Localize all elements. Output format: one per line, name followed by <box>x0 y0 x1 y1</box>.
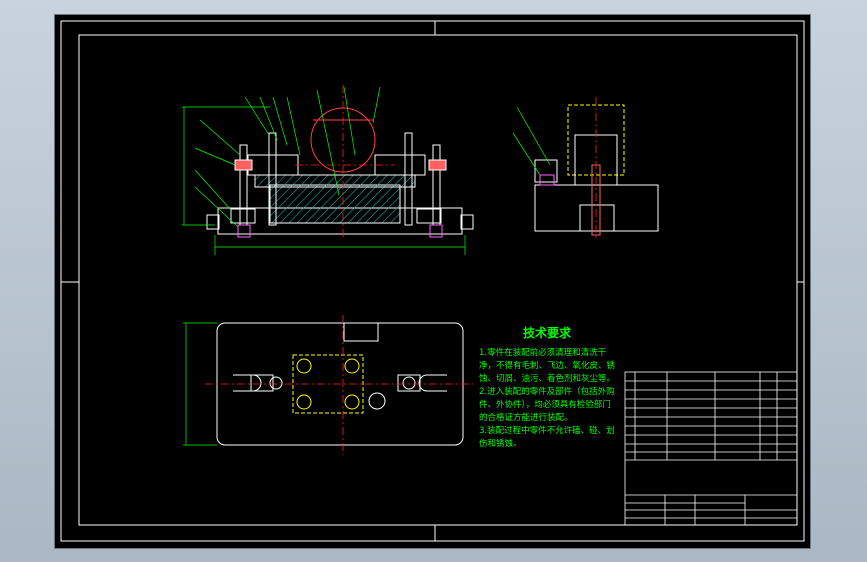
top-dimensions <box>183 322 217 446</box>
tech-line-1: 1.零件在装配前必须清理和清洗干 <box>479 347 607 358</box>
cad-viewport[interactable]: 技术要求 1.零件在装配前必须清理和清洗干 净，不得有毛刺、飞边、氧化皮、锈 蚀… <box>54 14 811 549</box>
tech-line-7: 3.装配过程中零件不允许磕、碰、划 <box>479 425 615 436</box>
tech-line-8: 伤和锈蚀。 <box>479 438 522 449</box>
front-view <box>206 107 474 238</box>
frame-center-marks <box>61 21 804 541</box>
drawing-frame-outer <box>60 20 805 542</box>
tech-requirements: 技术要求 1.零件在装配前必须清理和清洗干 净，不得有毛刺、飞边、氧化皮、锈 蚀… <box>479 325 616 449</box>
title-block <box>624 371 798 526</box>
tech-line-3: 蚀、切屑、油污、着色剂和灰尘等。 <box>479 373 615 384</box>
cad-drawing: 技术要求 1.零件在装配前必须清理和清洗干 净，不得有毛刺、飞边、氧化皮、锈 蚀… <box>60 20 805 542</box>
tech-line-6: 的合格证方能进行装配。 <box>479 412 573 423</box>
side-view <box>534 104 659 236</box>
side-leaders <box>512 106 551 176</box>
tech-line-4: 2.进入装配的零件及部件（包括外购 <box>479 386 615 397</box>
drawing-frame-inner <box>78 34 798 526</box>
clamp-body-section <box>269 184 401 224</box>
title-block-rows <box>625 380 797 519</box>
top-centerlines <box>205 315 473 455</box>
front-centerlines <box>295 85 395 240</box>
tech-line-2: 净，不得有毛刺、飞边、氧化皮、锈 <box>479 360 616 371</box>
front-dimensions <box>182 86 466 255</box>
tech-requirements-title: 技术要求 <box>523 325 572 340</box>
top-workpiece <box>292 354 364 414</box>
tech-line-5: 件、外协件），均必须具有检验部门 <box>479 399 611 410</box>
